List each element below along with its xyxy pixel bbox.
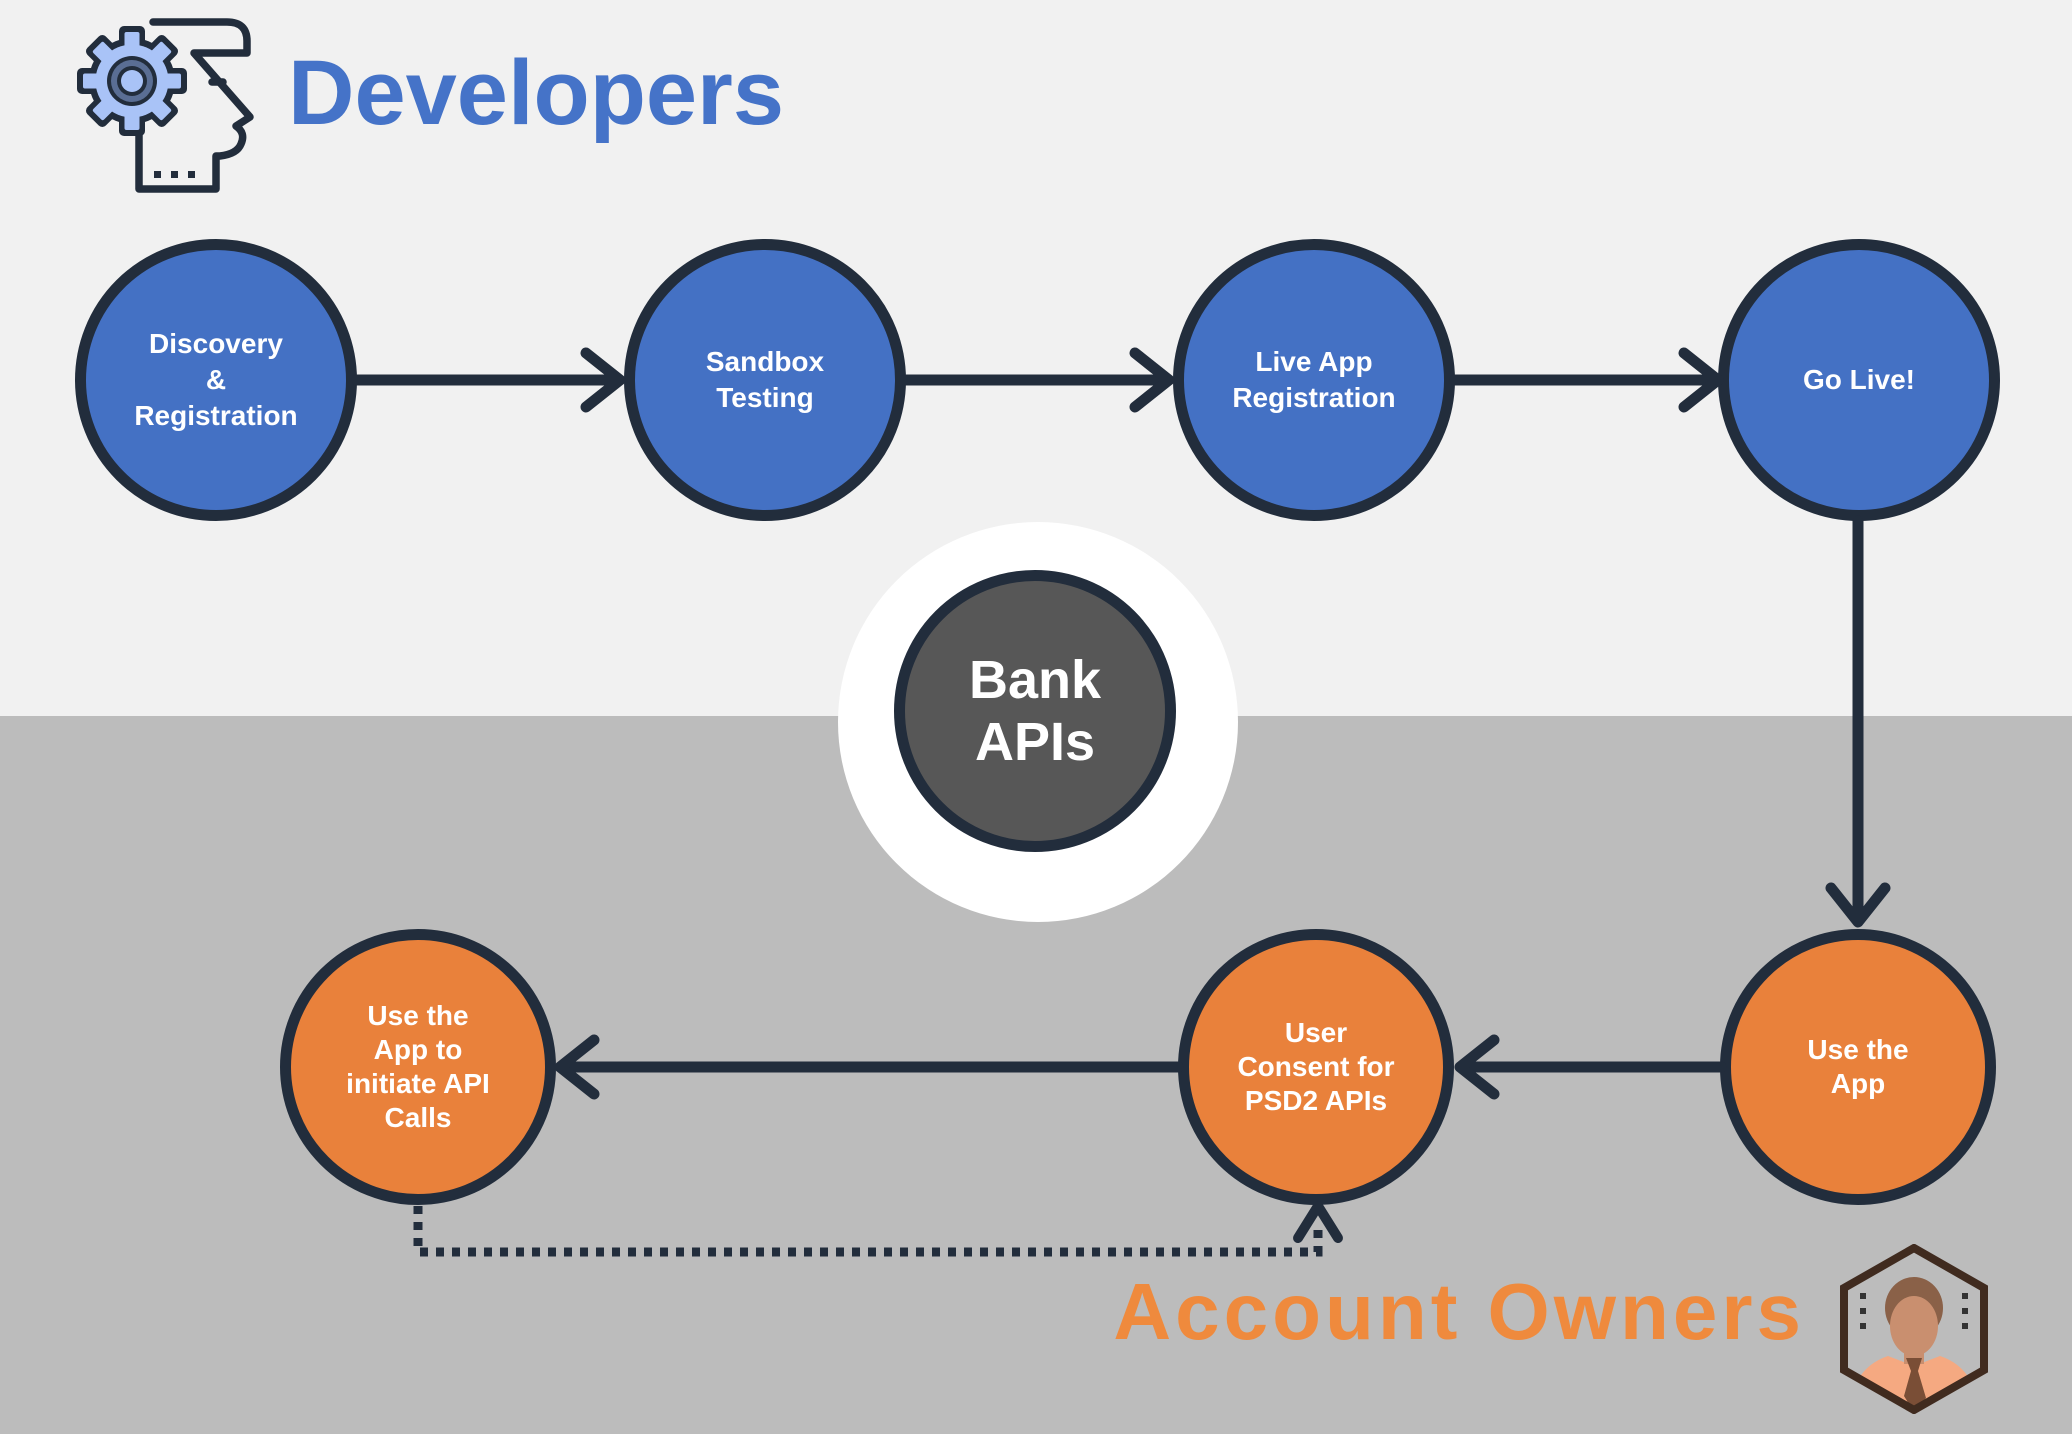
node-label-line: APIs (974, 712, 1096, 772)
node-label-line: Sandbox (705, 346, 825, 377)
head-with-gear-icon (77, 18, 254, 193)
node-label-line: Bank (968, 650, 1102, 710)
node-label-line: Live App (1255, 346, 1373, 377)
gear (77, 26, 187, 136)
developers-title: Developers (288, 42, 785, 144)
flow-node-live-app-registration: Live App Registration (1173, 239, 1455, 521)
node-label-line: App to (373, 1034, 463, 1065)
node-label-line: Use the (1807, 1034, 1909, 1065)
flow-node-user-consent-psd2: User Consent for PSD2 APIs (1178, 929, 1454, 1205)
node-label-line: Registration (134, 400, 298, 431)
flow-node-discovery-registration: Discovery & Registration (75, 239, 357, 521)
hub-node-bank-apis: Bank APIs (894, 570, 1176, 852)
node-label: Use the App to initiate API Calls (346, 999, 490, 1135)
node-label-line: Use the (367, 1000, 469, 1031)
flow-node-sandbox-testing: Sandbox Testing (624, 239, 906, 521)
flow-node-go-live: Go Live! (1718, 239, 2000, 521)
node-label: Bank APIs (969, 649, 1101, 773)
node-label: Sandbox Testing (706, 344, 824, 416)
node-label-line: Discovery (149, 328, 283, 359)
node-label-line: Testing (716, 382, 814, 413)
account-owners-title: Account Owners (1113, 1267, 1805, 1356)
node-label-line: User (1284, 1017, 1348, 1048)
node-label-line: PSD2 APIs (1244, 1085, 1388, 1116)
node-label: Discovery & Registration (134, 326, 297, 434)
flow-node-use-the-app: Use the App (1720, 929, 1996, 1205)
node-label-line: Go Live! (1802, 364, 1915, 395)
node-label-line: Consent for (1237, 1051, 1395, 1082)
node-label: Live App Registration (1232, 344, 1395, 416)
node-label-line: Calls (384, 1102, 452, 1133)
node-label: User Consent for PSD2 APIs (1237, 1016, 1394, 1118)
person-hexagon-icon (1840, 1244, 1988, 1414)
flow-node-initiate-api-calls: Use the App to initiate API Calls (280, 929, 556, 1205)
node-label: Use the App (1807, 1033, 1908, 1101)
node-label-line: App (1830, 1068, 1886, 1099)
node-label: Go Live! (1803, 362, 1915, 398)
node-label-line: & (205, 364, 227, 395)
node-label-line: initiate API (346, 1068, 490, 1099)
node-label-line: Registration (1232, 382, 1396, 413)
